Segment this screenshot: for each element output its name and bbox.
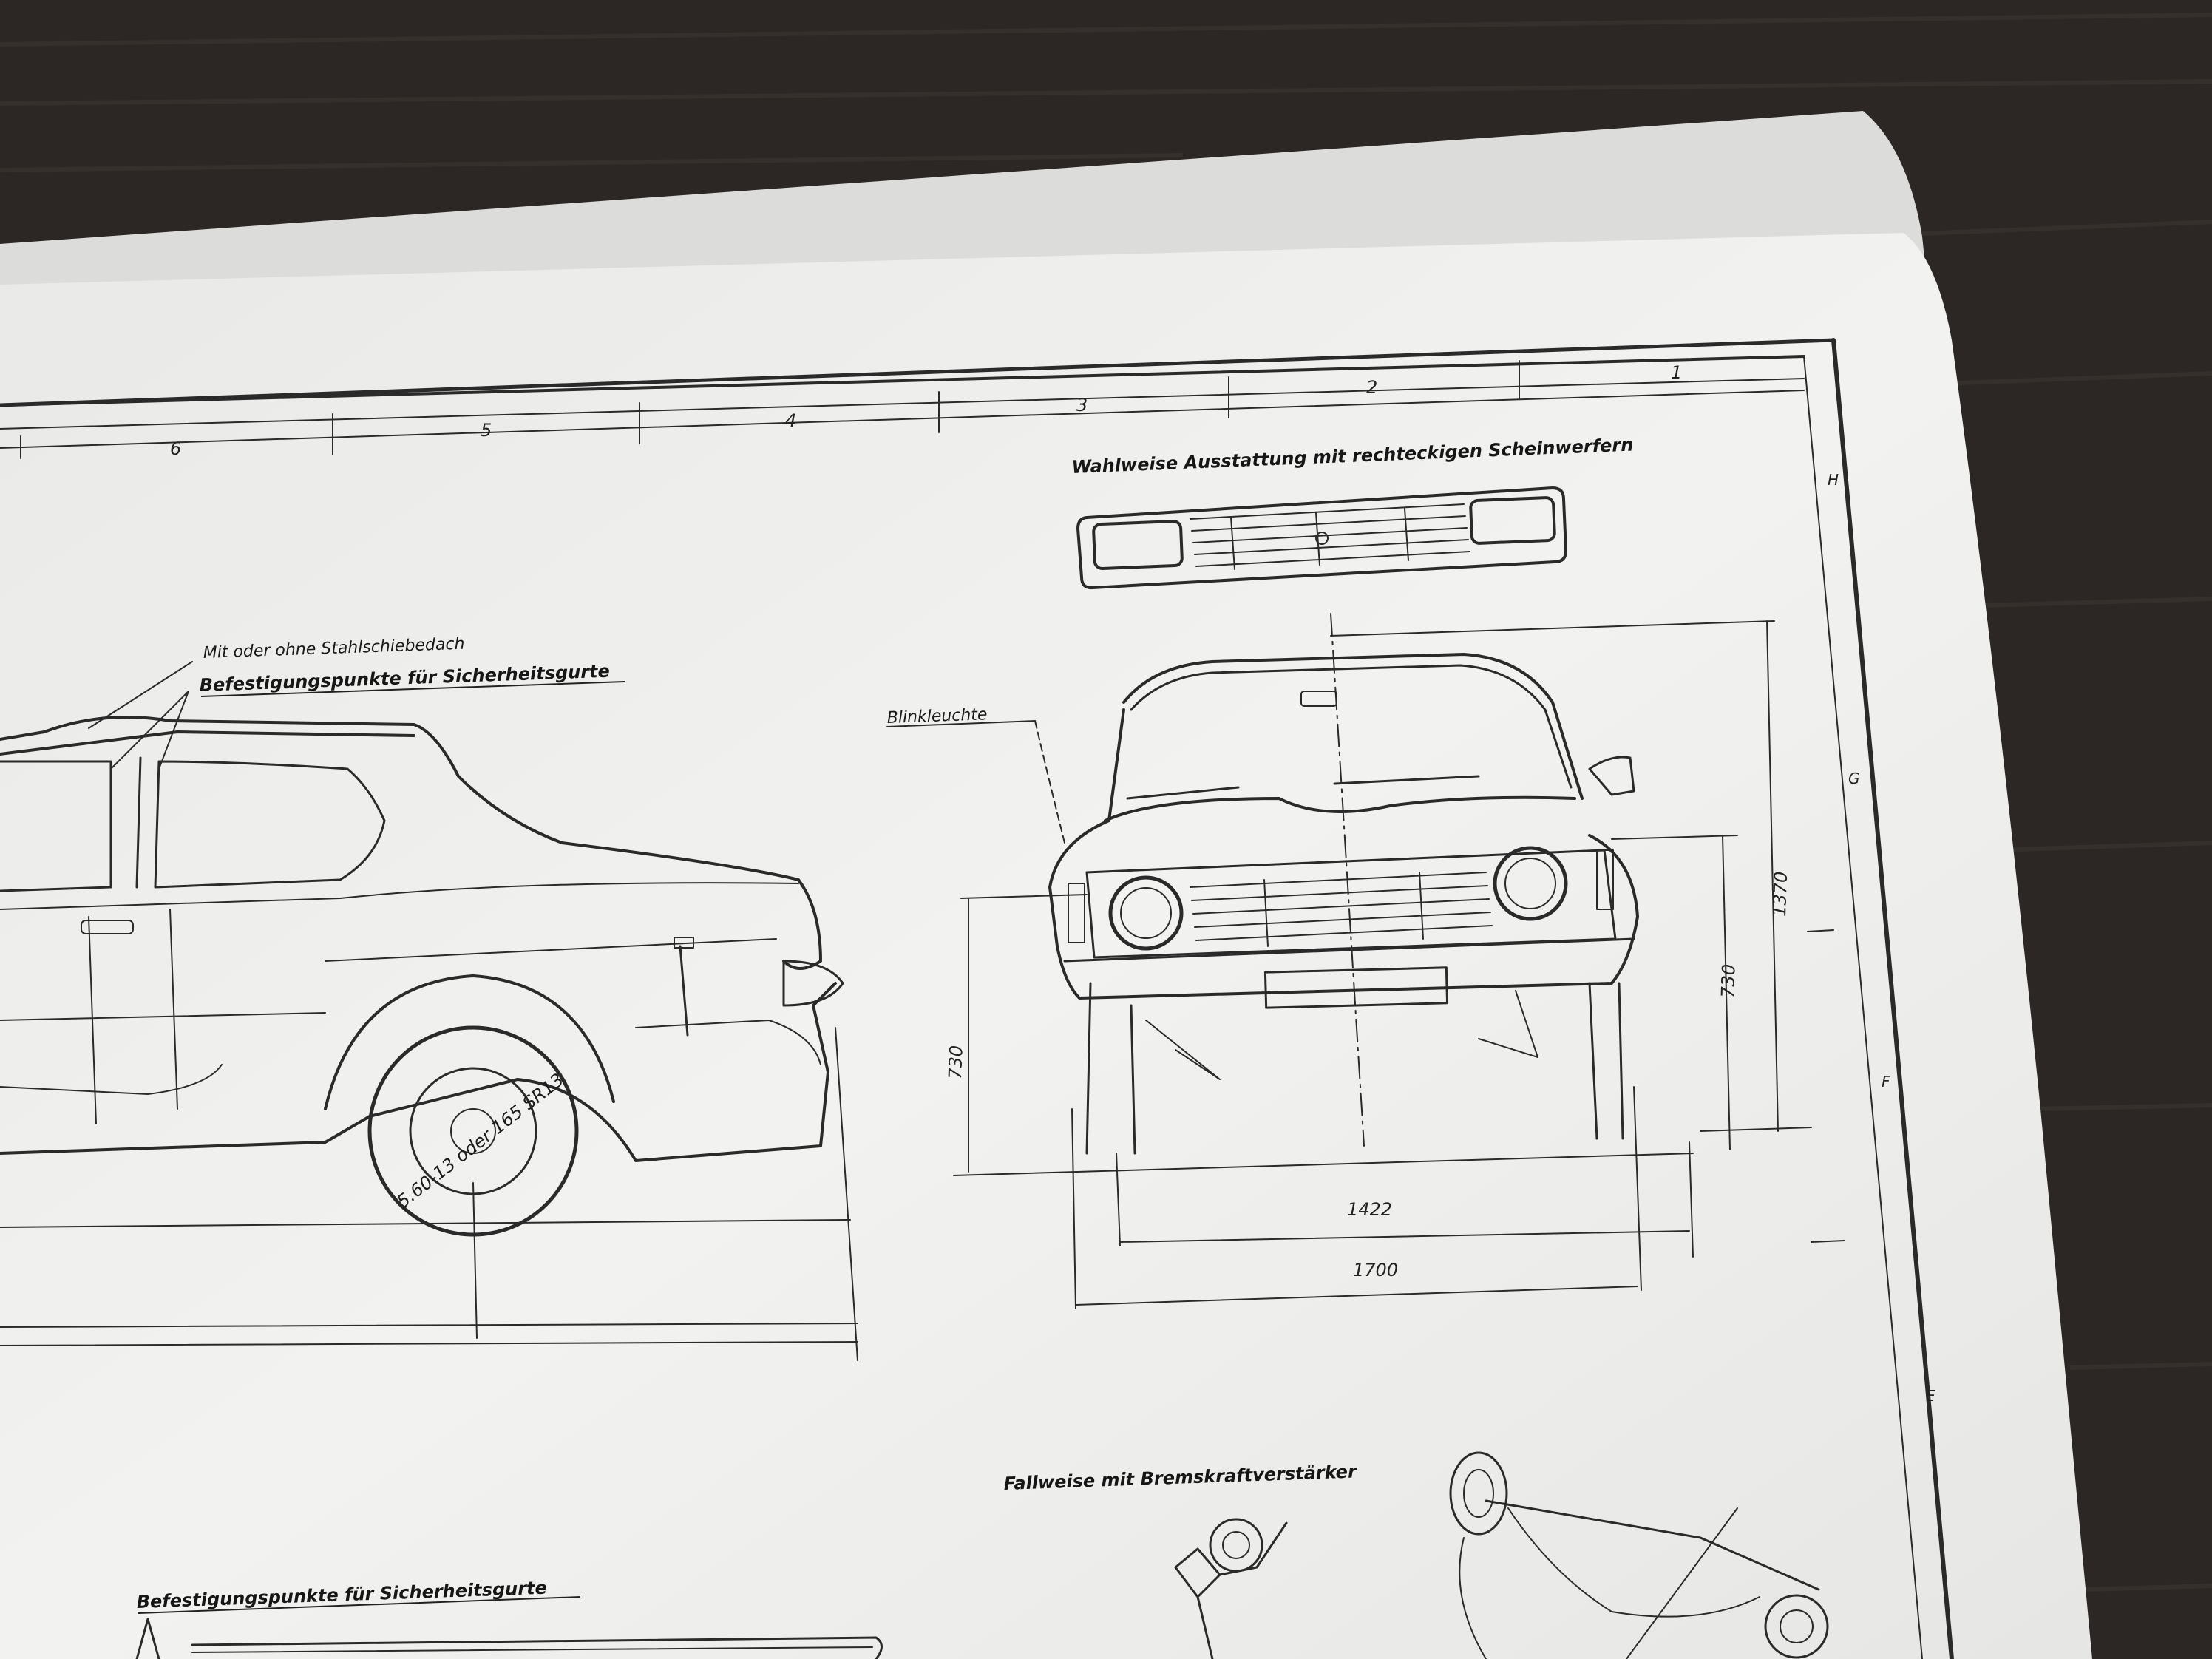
grid-row-G: G (1848, 770, 1860, 787)
grid-col-1: 1 (1671, 362, 1682, 383)
dim-track: 1422 (1347, 1199, 1392, 1220)
underline-belt-points-top (200, 681, 625, 697)
dim-bumper-height-right: 730 (1717, 963, 1740, 998)
grid-col-2: 2 (1366, 377, 1377, 398)
grid-row-F: F (1882, 1073, 1890, 1090)
car-side-view (0, 661, 858, 1361)
dim-width: 1700 (1353, 1260, 1398, 1280)
car-front-view (886, 613, 1812, 1309)
label-indicator: Blinkleuchte (886, 705, 988, 727)
dim-bumper-height-left: 730 (945, 1045, 967, 1079)
bottom-partial-drawing (135, 1618, 883, 1659)
grid-col-3: 3 (1076, 395, 1088, 415)
grid-col-5: 5 (481, 420, 492, 441)
grid-col-4: 4 (785, 410, 796, 431)
grid-row-E: E (1926, 1387, 1936, 1405)
underline-belt-points-bottom (138, 1596, 581, 1614)
grid-col-6: 6 (170, 438, 181, 459)
brake-booster-drawing (1174, 1451, 1829, 1659)
drawing-frame (0, 338, 1954, 1659)
paper-sheet (0, 233, 2092, 1659)
grid-row-H: H (1828, 471, 1839, 489)
dim-height-total: 1370 (1769, 871, 1791, 917)
rect-headlight-grille (1076, 486, 1567, 590)
wood-grain (0, 13, 2212, 1592)
